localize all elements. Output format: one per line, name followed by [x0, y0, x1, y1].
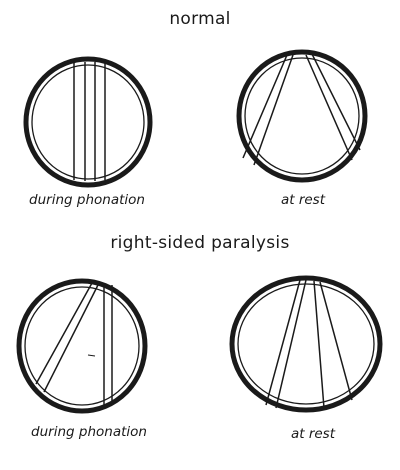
vocal-fold-left-inner — [253, 54, 294, 166]
diagram-paralysis-phonation — [16, 278, 148, 414]
diagram-paralysis-rest — [229, 275, 383, 413]
section-title-paralysis: right-sided paralysis — [110, 233, 290, 253]
caption-normal-phonation: during phonation — [29, 192, 145, 208]
diagram-normal-phonation — [23, 56, 153, 188]
vocal-fold-right-outer — [311, 53, 361, 151]
artifact-mark — [87, 354, 96, 357]
vocal-fold-left-outer — [265, 279, 301, 406]
section-title-normal: normal — [169, 9, 231, 29]
vocal-fold-left-outer — [35, 282, 93, 385]
vocal-fold-right-inner — [305, 54, 353, 161]
diagram-normal-rest — [236, 49, 368, 183]
vocal-fold-right-outer — [319, 281, 353, 401]
caption-normal-rest: at rest — [280, 192, 326, 208]
vocal-fold-left-inner — [275, 279, 307, 409]
vocal-fold-left-inner — [43, 282, 100, 393]
caption-paralysis-rest: at rest — [290, 426, 336, 442]
caption-paralysis-phonation: during phonation — [31, 424, 147, 440]
vocal-fold-left-outer — [242, 54, 288, 159]
vocal-fold-right-inner — [313, 280, 325, 409]
